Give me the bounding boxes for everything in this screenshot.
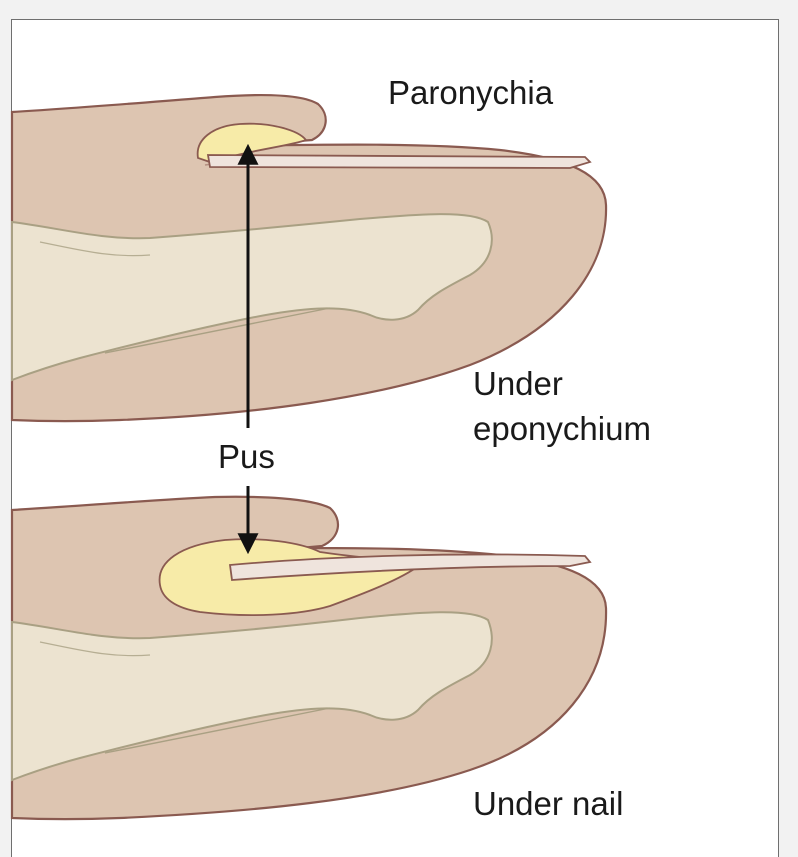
finger-bottom-bone [11, 611, 493, 782]
nail-plate-bottom [228, 553, 592, 581]
nail-plate-top [206, 154, 592, 169]
finger-bottom [10, 495, 608, 821]
label-under-eponychium-2: eponychium [473, 410, 651, 447]
label-pus: Pus [218, 438, 275, 475]
label-paronychia: Paronychia [388, 74, 554, 111]
label-under-nail: Under nail [473, 785, 623, 822]
finger-top [10, 93, 608, 423]
label-under-eponychium-1: Under [473, 365, 563, 402]
